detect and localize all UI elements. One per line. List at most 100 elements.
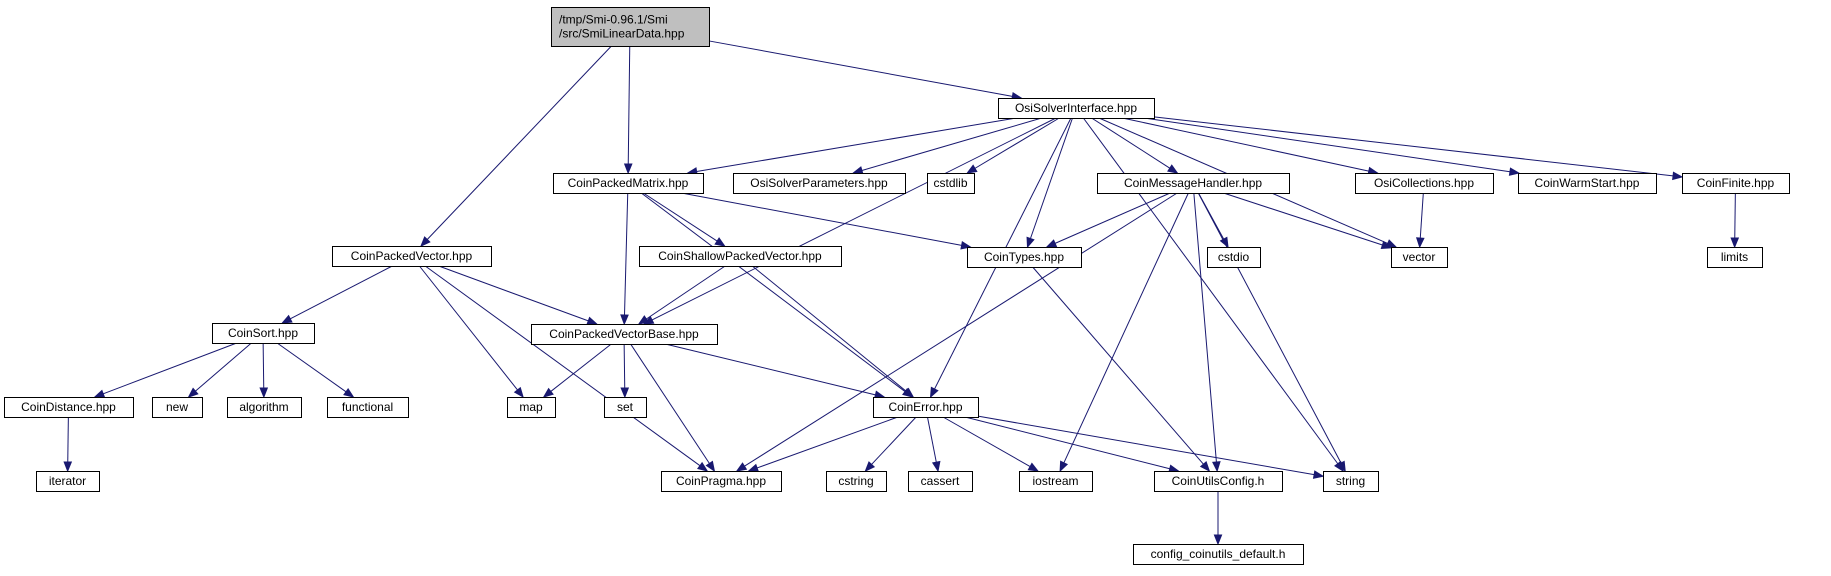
node-cpv-label: CoinPackedVector.hpp <box>351 249 473 263</box>
node-ctypes[interactable]: CoinTypes.hpp <box>967 247 1082 268</box>
node-cws-box <box>1518 173 1657 194</box>
node-iostream-label: iostream <box>1032 474 1078 488</box>
edge-arrowhead <box>259 387 269 399</box>
edge-line <box>623 343 626 389</box>
node-new-label: new <box>166 400 188 414</box>
node-cfin-box <box>1682 173 1790 194</box>
node-cws[interactable]: CoinWarmStart.hpp <box>1518 173 1657 194</box>
node-cmh[interactable]: CoinMessageHandler.hpp <box>1097 173 1290 194</box>
edge-cerr-to-cassert <box>926 416 941 473</box>
edge-cmh-to-vector <box>1223 192 1393 249</box>
edge-line <box>438 265 589 322</box>
edge-arrowhead <box>637 315 650 325</box>
edge-line <box>67 416 69 463</box>
node-set: set <box>604 397 647 418</box>
node-string-label: string <box>1336 474 1365 488</box>
node-cerr[interactable]: CoinError.hpp <box>873 397 979 418</box>
node-root-box <box>551 7 710 47</box>
edge-arrowhead <box>1212 461 1221 473</box>
edge-cerr-to-string <box>977 415 1325 479</box>
edge-line <box>861 117 1042 171</box>
edge-cerr-to-iostream <box>942 416 1040 472</box>
edge-cpm-to-cpvb <box>620 192 629 326</box>
node-ccd-box <box>1133 544 1304 565</box>
edge-line <box>630 343 710 464</box>
node-cprag-box <box>661 471 782 492</box>
edge-line <box>756 416 899 469</box>
edge-arrowhead <box>1312 470 1325 479</box>
edge-line <box>1223 192 1383 246</box>
edge-arrowhead <box>1045 239 1058 248</box>
edge-line <box>1193 192 1217 463</box>
node-iterator: iterator <box>36 471 100 492</box>
node-osc[interactable]: OsiCollections.hpp <box>1355 173 1494 194</box>
node-cstring: cstring <box>826 471 887 492</box>
edge-osi-to-ctypes <box>1026 117 1073 249</box>
edge-line <box>1054 192 1171 244</box>
node-cpm[interactable]: CoinPackedMatrix.hpp <box>553 173 704 194</box>
edge-line <box>1032 266 1204 465</box>
edge-arrowhead <box>1213 534 1223 546</box>
node-vector: vector <box>1391 247 1448 268</box>
edge-root-to-cpv <box>420 45 612 247</box>
node-cpv[interactable]: CoinPackedVector.hpp <box>332 246 492 267</box>
edge-line <box>262 342 265 389</box>
node-limits-box <box>1707 247 1763 268</box>
node-cuc-box <box>1154 471 1283 492</box>
node-cuc[interactable]: CoinUtilsConfig.h <box>1154 471 1283 492</box>
node-cstdio-box <box>1207 247 1261 268</box>
node-cpvb-label: CoinPackedVectorBase.hpp <box>549 327 699 341</box>
edge-line <box>1091 117 1171 169</box>
node-ctypes-box <box>967 247 1082 268</box>
node-osp[interactable]: OsiSolverParameters.hpp <box>733 173 906 194</box>
edge-csort-to-new <box>187 342 252 398</box>
edge-arrowhead <box>93 389 106 398</box>
edge-cdist-to-iterator <box>63 416 73 473</box>
edge-cmh-to-cprag <box>735 192 1178 472</box>
node-set-label: set <box>617 400 634 414</box>
edge-arrowhead <box>63 461 73 473</box>
edge-line <box>974 117 1060 169</box>
edge-arrowhead <box>929 386 939 399</box>
edge-cmh-to-cuc <box>1193 192 1221 473</box>
edge-arrowhead <box>705 460 716 473</box>
edge-line <box>103 342 237 395</box>
edge-cerr-to-cstring <box>864 416 917 472</box>
edge-arrowhead <box>966 164 978 174</box>
node-cdist[interactable]: CoinDistance.hpp <box>4 397 134 418</box>
edge-csort-to-cdist <box>93 342 237 398</box>
node-cassert-label: cassert <box>921 474 960 488</box>
node-cprag-label: CoinPragma.hpp <box>676 474 766 488</box>
node-ccd[interactable]: config_coinutils_default.h <box>1133 544 1304 565</box>
node-cuc-label: CoinUtilsConfig.h <box>1172 474 1265 488</box>
edge-line <box>926 416 937 463</box>
node-root-label: /tmp/Smi-0.96.1/Smi <box>559 13 668 27</box>
node-csort[interactable]: CoinSort.hpp <box>212 323 315 344</box>
node-map-box <box>507 397 556 418</box>
edge-arrowhead <box>187 387 199 398</box>
edge-line <box>640 192 906 392</box>
node-cpvb[interactable]: CoinPackedVectorBase.hpp <box>531 324 718 345</box>
node-limits-label: limits <box>1721 250 1748 264</box>
node-cprag[interactable]: CoinPragma.hpp <box>661 471 782 492</box>
edge-cpv-to-cpvb <box>438 265 599 325</box>
edge-csort-to-functional <box>276 342 355 398</box>
node-functional: functional <box>327 397 409 418</box>
edge-line <box>681 192 962 246</box>
node-cfin[interactable]: CoinFinite.hpp <box>1682 173 1790 194</box>
edge-line <box>871 416 917 465</box>
edge-line <box>550 343 612 392</box>
edges-layer <box>63 40 1740 546</box>
edge-line <box>1122 117 1369 172</box>
edge-arrowhead <box>851 166 864 175</box>
edge-line <box>195 342 252 392</box>
node-cpm-label: CoinPackedMatrix.hpp <box>568 176 689 190</box>
node-osp-label: OsiSolverParameters.hpp <box>750 176 888 190</box>
node-osi[interactable]: OsiSolverInterface.hpp <box>998 98 1155 119</box>
edge-arrowhead <box>735 462 748 472</box>
node-cstdlib-box <box>927 173 975 194</box>
node-cspv[interactable]: CoinShallowPackedVector.hpp <box>639 246 842 267</box>
edge-cpv-to-csort <box>281 265 393 324</box>
edge-cpv-to-cprag <box>424 265 709 472</box>
node-root[interactable]: /tmp/Smi-0.96.1/Smi/src/SmiLinearData.hp… <box>551 7 710 47</box>
